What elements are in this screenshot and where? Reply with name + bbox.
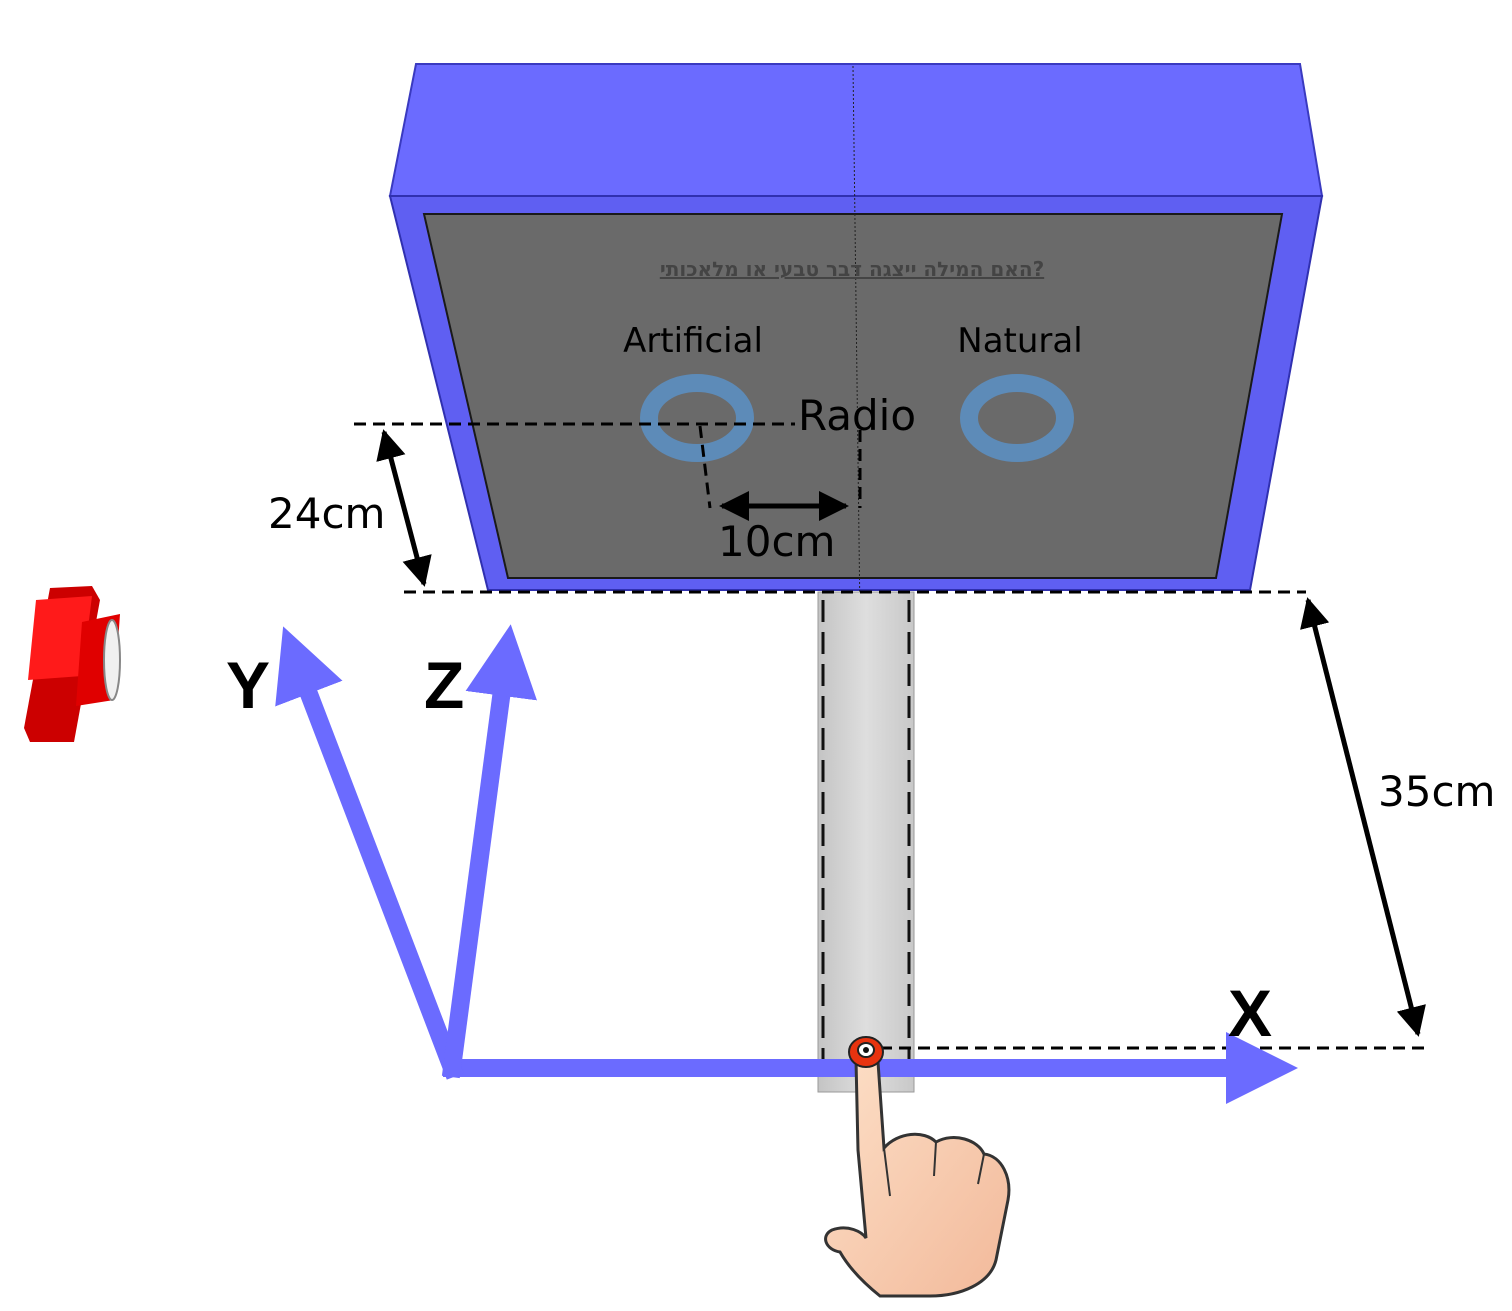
z-axis-arrow [441, 624, 537, 1079]
red-camera-icon [24, 586, 121, 742]
x-axis-label: X [1228, 976, 1272, 1050]
radio-offset-left-guide [698, 425, 712, 509]
y-axis-arrow [275, 626, 464, 1080]
radio-button-left[interactable] [640, 374, 754, 462]
option-right-label: Natural [957, 321, 1082, 361]
start-button-icon[interactable] [848, 1036, 884, 1068]
rail [817, 591, 915, 1093]
height-label: 24cm [268, 489, 385, 538]
height-arrow [376, 429, 432, 587]
rail-body [817, 591, 915, 1093]
dimension-lines [354, 422, 1426, 1050]
radio-button-right[interactable] [960, 374, 1074, 462]
radio-label: Radio [798, 391, 916, 440]
dimension-arrows [376, 429, 1426, 1037]
offset-label: 10cm [718, 517, 835, 566]
monitor: האם המילה ייצגה דבר טבעי או מלאכותי? Art… [388, 63, 1324, 1091]
option-left-label: Artificial [623, 321, 763, 361]
screen-question: האם המילה ייצגה דבר טבעי או מלאכותי? [660, 257, 1044, 281]
distance-arrow [1300, 597, 1426, 1037]
pointing-hand-icon [824, 1051, 1011, 1298]
monitor-screen [422, 213, 1284, 579]
y-axis-label: Y [226, 648, 270, 722]
monitor-top [388, 63, 1324, 197]
distance-label: 35cm [1378, 767, 1495, 816]
z-axis-label: Z [424, 648, 464, 722]
